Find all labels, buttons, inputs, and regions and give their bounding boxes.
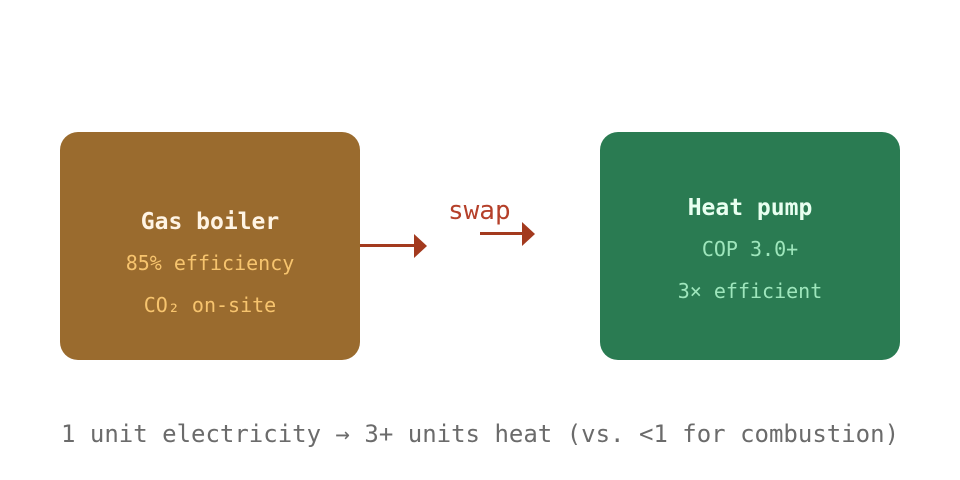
heat-pump-cop: COP 3.0+ xyxy=(701,236,799,261)
boiler-arrow-shaft xyxy=(360,244,418,247)
swap-arrow-head xyxy=(522,222,535,246)
heat-pump-title: Heat pump xyxy=(687,194,813,221)
gas-boiler-efficiency: 85% efficiency xyxy=(125,250,295,275)
swap-label: swap xyxy=(448,196,511,226)
boiler-arrow-head xyxy=(414,234,427,258)
heat-pump-efficiency: 3× efficient xyxy=(677,278,823,303)
gas-boiler-title: Gas boiler xyxy=(140,208,280,235)
swap-arrow-shaft xyxy=(480,232,526,235)
heat-pump-box: Heat pump COP 3.0+ 3× efficient xyxy=(600,132,900,360)
gas-boiler-emissions: CO₂ on-site xyxy=(143,292,277,317)
footnote: 1 unit electricity → 3+ units heat (vs. … xyxy=(60,420,900,448)
gas-boiler-box: Gas boiler 85% efficiency CO₂ on-site xyxy=(60,132,360,360)
